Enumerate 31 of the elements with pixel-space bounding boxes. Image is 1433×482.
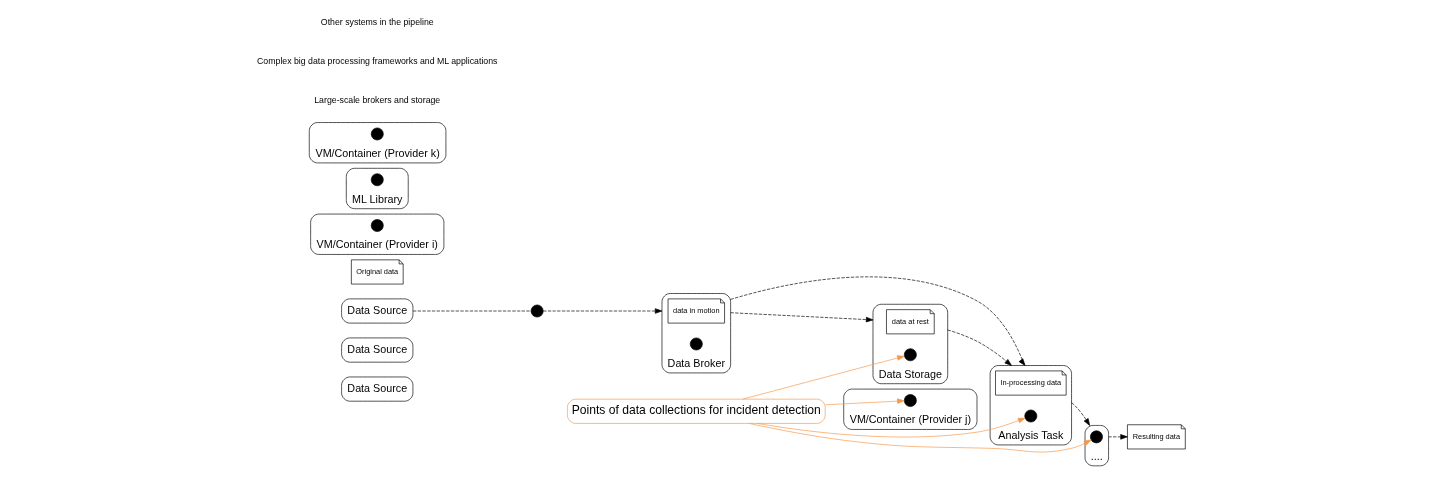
label: Other systems in the pipeline [320, 17, 434, 28]
arrow [824, 398, 905, 406]
node-circle [903, 348, 917, 362]
cluster: VM/Container (Provider i) [310, 213, 445, 255]
arrow [947, 329, 1012, 366]
label: Large-scale brokers and storage [314, 95, 441, 106]
node-box: Points of data collections for incident detection [567, 398, 826, 424]
arrow [730, 276, 1026, 366]
node-box: Data Source [341, 376, 414, 402]
node-circle [370, 173, 384, 187]
arrow [1071, 402, 1091, 426]
cluster: ML Library [345, 167, 409, 210]
arrow [730, 312, 874, 323]
arrow [756, 417, 1026, 438]
cluster: VM/Container (Provider j) [843, 388, 978, 430]
arrow [748, 423, 1092, 453]
node-circle [530, 304, 544, 318]
arrow [542, 308, 663, 314]
node-circle [689, 337, 703, 351]
node-circle [1090, 430, 1103, 444]
connector [412, 310, 532, 312]
node-circle [370, 219, 384, 232]
node-circle [370, 127, 384, 141]
arrow [1108, 434, 1128, 440]
arrow [742, 355, 905, 400]
node-circle [903, 394, 917, 407]
cluster: VM/Container (Provider k) [308, 122, 447, 164]
node-box: Data Source [341, 337, 414, 363]
label: Complex big data processing frameworks and ML applications [257, 56, 498, 67]
node-box: Data Source [341, 298, 414, 324]
node-circle [1024, 409, 1038, 423]
